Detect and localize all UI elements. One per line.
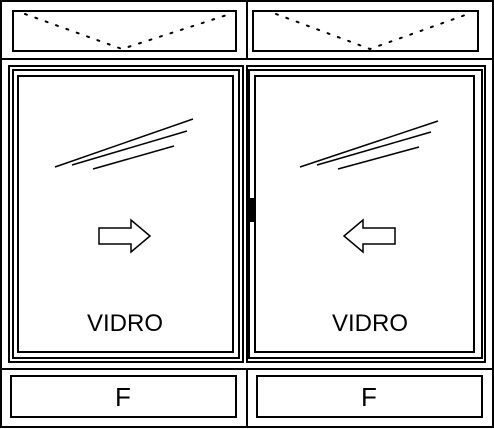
left-transom-glass [12,10,237,52]
middle-sash-row [0,58,494,370]
bottom-fixed-row [0,368,494,428]
top-transom-row [0,0,494,60]
left-sash-frame [8,65,244,363]
right-sash-frame [246,65,486,363]
arrow-left-icon [342,218,396,254]
left-fixed-panel [10,375,237,418]
arrow-right-icon [98,218,152,254]
left-sash-inner [12,69,240,359]
right-fixed-panel [256,375,483,418]
glass-reflection-icon [54,118,439,170]
left-fixed-label: F [115,382,131,412]
right-glass-label: VIDRO [332,310,408,337]
right-fixed-label: F [361,382,377,412]
left-glass-label: VIDRO [87,310,163,337]
handle-icon [248,198,255,222]
left-glass-pane [17,75,234,353]
hinge-dotted-v-icon [24,13,469,51]
right-transom-glass [252,10,479,52]
